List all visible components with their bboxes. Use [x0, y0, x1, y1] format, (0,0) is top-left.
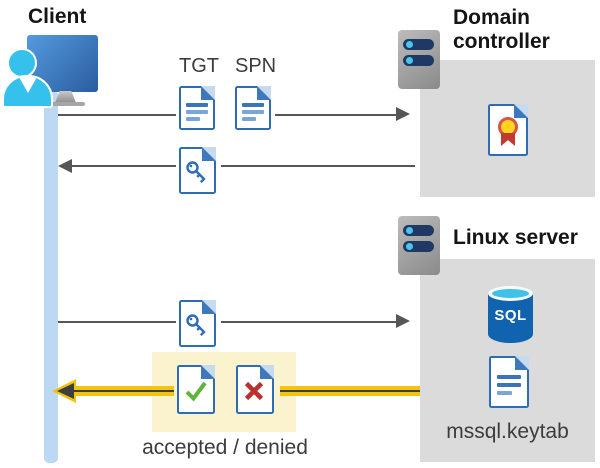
page-fold [515, 355, 530, 370]
keytab-document-icon [489, 355, 530, 408]
doc-text-line [186, 110, 208, 114]
page-fold [514, 103, 529, 118]
page-fold [201, 85, 216, 100]
page-fold [257, 85, 272, 100]
page-fold [260, 364, 275, 379]
tgt-label: TGT [179, 55, 219, 77]
key-document-icon [179, 299, 217, 347]
result-label: accepted / denied [142, 436, 308, 459]
client-user-icon [7, 48, 37, 78]
sql-label: SQL [494, 307, 527, 324]
server-drive-slot [403, 39, 434, 50]
certificate-document-icon [488, 103, 529, 156]
sql-database-icon: SQL [488, 286, 533, 344]
client-timeline-bar [44, 92, 58, 463]
check-document-icon [177, 364, 216, 414]
server-drive-slot [403, 225, 434, 236]
doc-text-line [497, 391, 512, 395]
linux-server-label: Linux server [453, 226, 578, 249]
response-arrowhead-icon [58, 159, 72, 173]
key-glyph [186, 314, 206, 337]
user-collar-shape [18, 77, 37, 93]
doc-text-line [242, 110, 264, 114]
x-document-icon [236, 364, 275, 414]
response-arrow-line [72, 165, 176, 167]
server-led [406, 41, 413, 48]
request-arrowhead-icon [396, 107, 410, 121]
certificate-ribbon [501, 133, 515, 146]
result-arrow-line [280, 386, 420, 396]
result-arrow-line [74, 386, 174, 396]
spn-document-icon [235, 85, 272, 130]
doc-text-line [242, 117, 256, 121]
doc-text-line [242, 103, 264, 107]
result-arrowhead-icon [57, 383, 74, 399]
page-fold [202, 299, 217, 314]
response-arrow-line [221, 165, 415, 167]
server-drive-slot [403, 55, 434, 66]
linux-server-server-icon [398, 216, 440, 275]
sql-cylinder-body [488, 293, 533, 343]
tgt-document-icon [179, 85, 216, 130]
sql-cylinder-top-inner [492, 289, 529, 298]
doc-text-line [497, 375, 521, 379]
domain-controller-label: Domain controller [453, 6, 550, 53]
client-user-body [2, 75, 53, 108]
doc-text-line [186, 117, 200, 121]
server-led [406, 57, 413, 64]
key-present-arrowhead-icon [396, 314, 410, 328]
page-fold [202, 146, 217, 161]
key-present-arrow-line [58, 321, 176, 323]
domain-controller-server-icon [398, 30, 440, 89]
page-fold [201, 364, 216, 379]
request-arrow-line [58, 114, 176, 116]
server-led [406, 243, 413, 250]
key-document-icon [179, 146, 217, 194]
client-label: Client [28, 5, 87, 28]
spn-label: SPN [235, 55, 277, 77]
keytab-label: mssql.keytab [446, 420, 569, 443]
doc-text-line [186, 103, 208, 107]
doc-text-line [497, 383, 521, 387]
request-arrow-line [275, 114, 397, 116]
x-glyph [244, 381, 264, 401]
server-led [406, 227, 413, 234]
server-drive-slot [403, 241, 434, 252]
check-glyph [185, 381, 207, 402]
key-glyph [186, 161, 206, 184]
monitor-stand-base [46, 102, 85, 106]
key-present-arrow-line [221, 321, 396, 323]
monitor-stand-icon [55, 91, 76, 103]
